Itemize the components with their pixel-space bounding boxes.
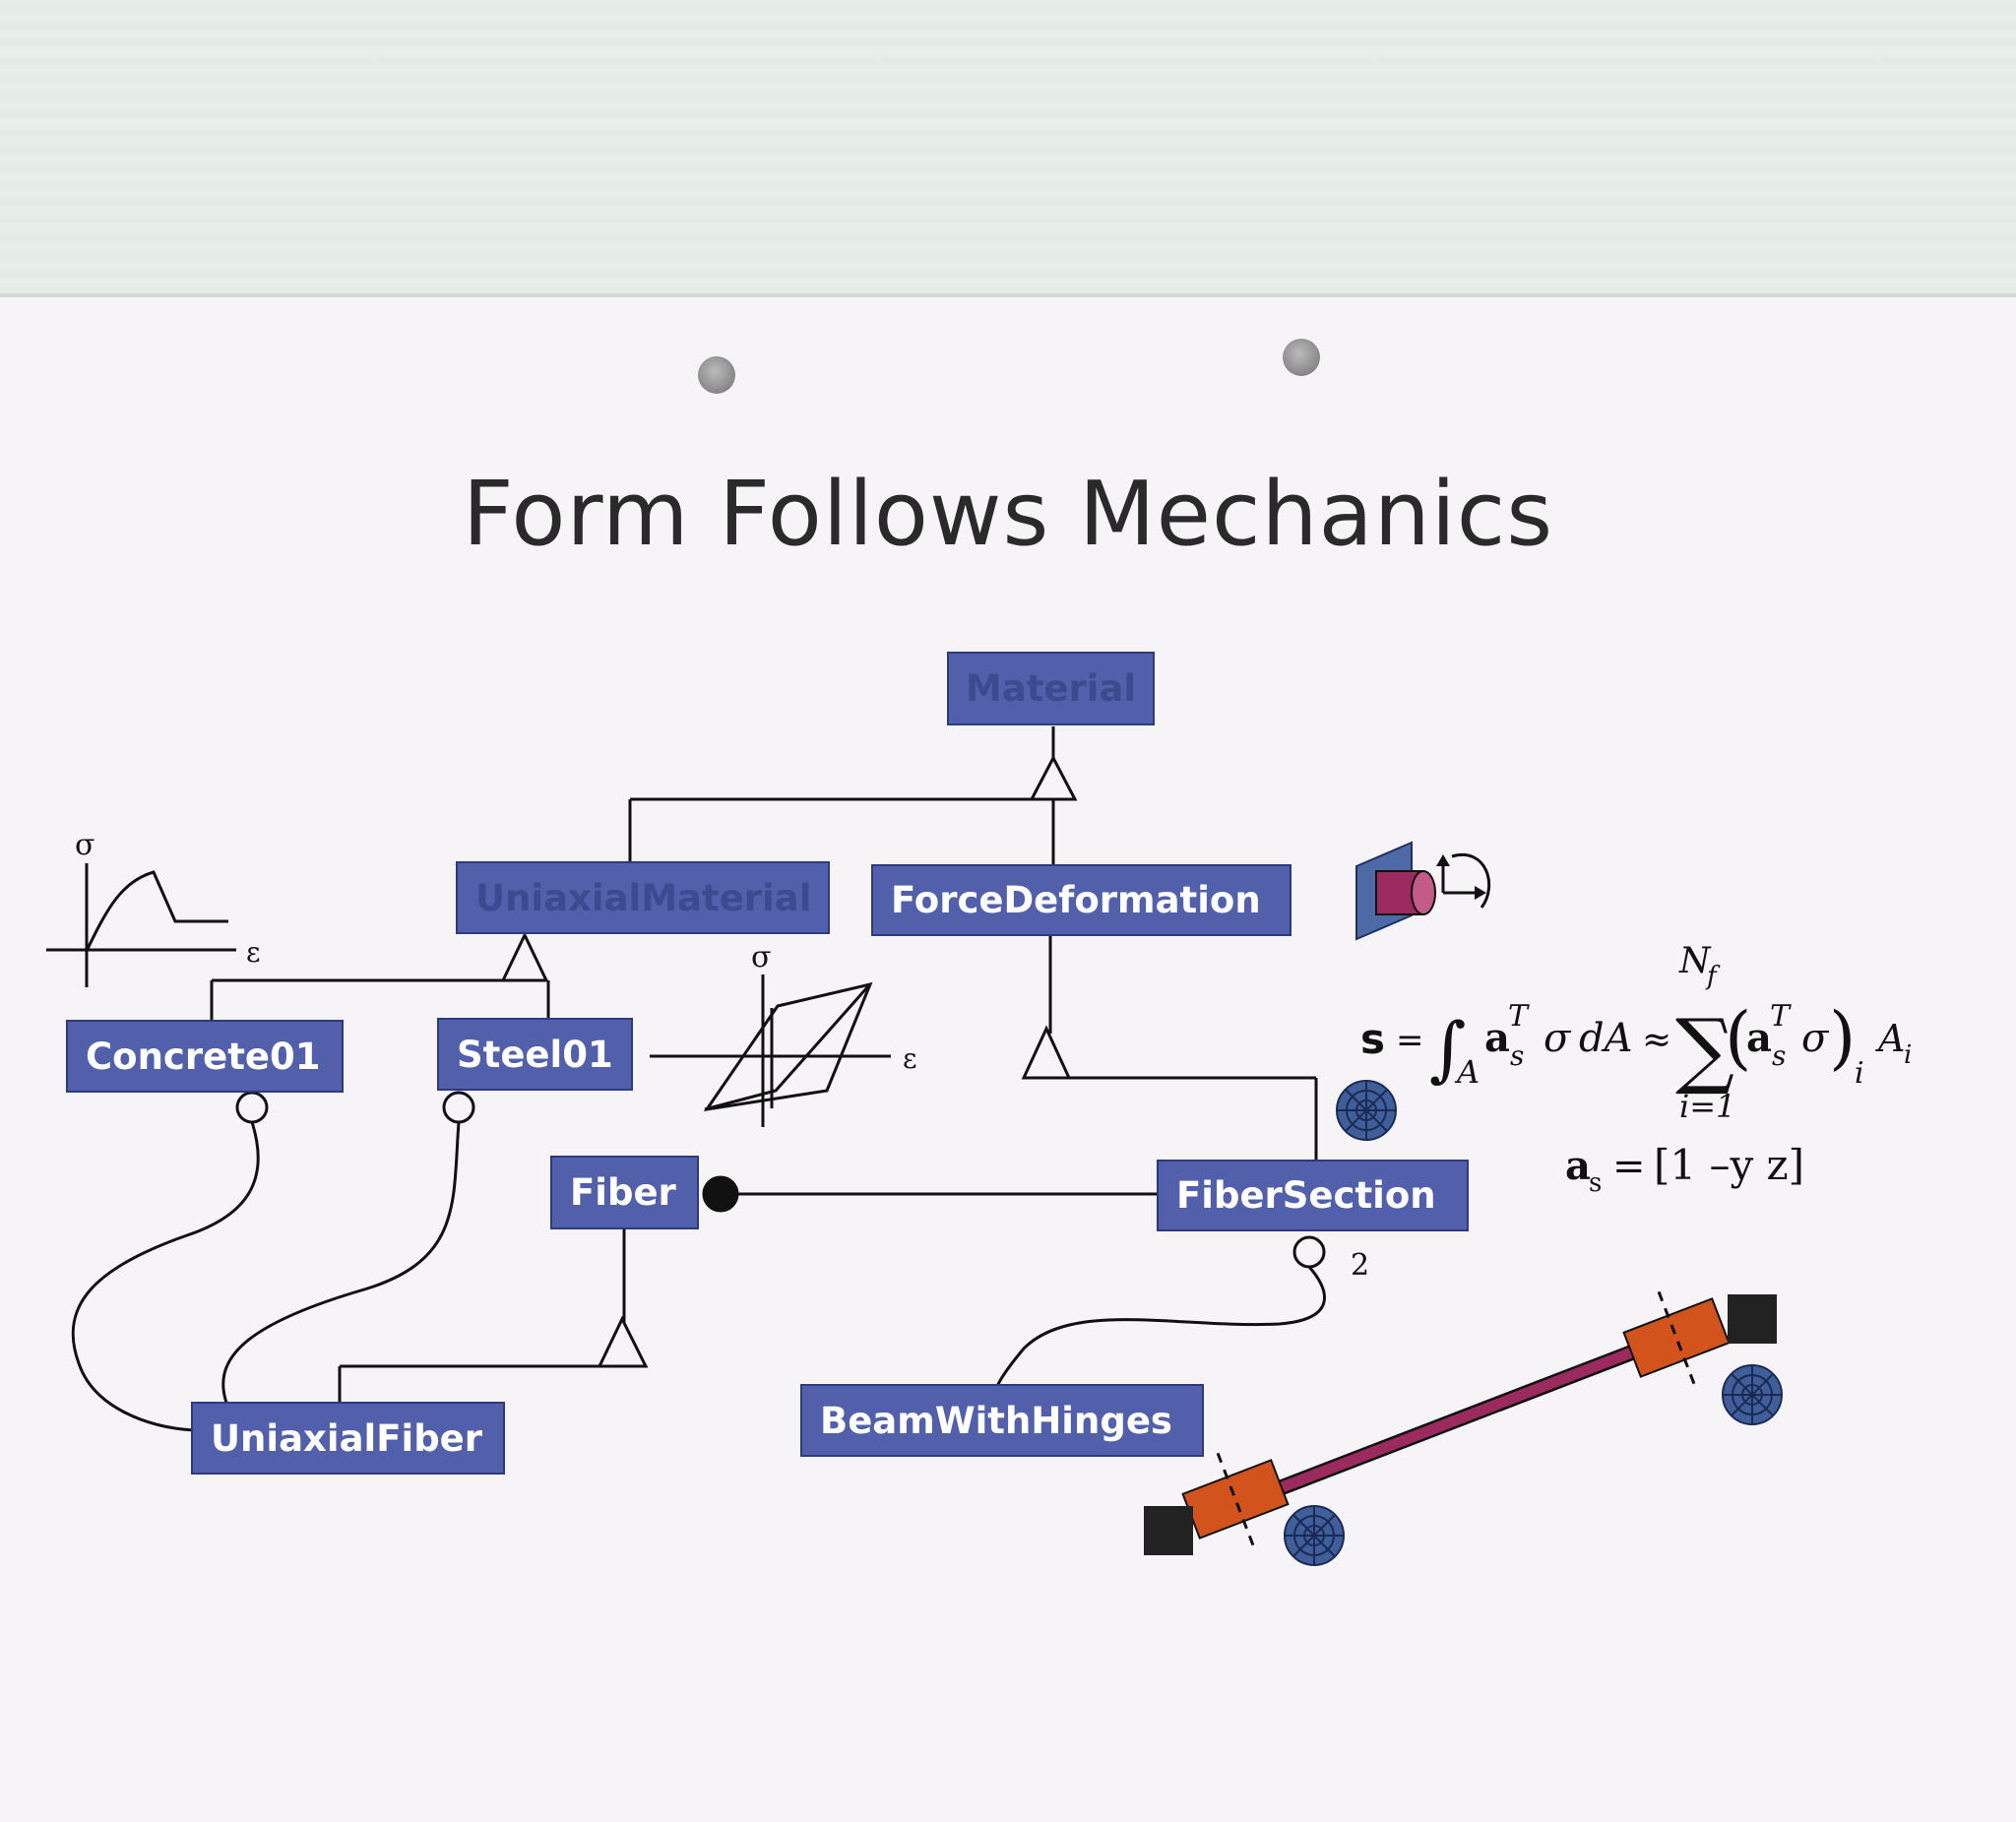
class-uniaxial-fiber: UniaxialFiber xyxy=(191,1402,505,1475)
support-node xyxy=(1144,1506,1193,1555)
eq-integral-sub: A xyxy=(1454,1053,1480,1091)
eq-sum: ∑ xyxy=(1675,1001,1734,1098)
class-beam-with-hinges: BeamWithHinges xyxy=(800,1384,1204,1457)
eq-a2-sub: s xyxy=(1772,1039,1786,1072)
eq-a2: a xyxy=(1746,1015,1772,1061)
steel-hysteresis-plot xyxy=(650,974,891,1127)
aggregation-circle xyxy=(235,1091,269,1124)
eq-sigma2: σ xyxy=(1801,1016,1830,1061)
eq-a-sub: s xyxy=(1510,1039,1524,1072)
class-force-deformation: ForceDeformation xyxy=(871,864,1292,936)
as-vector: [1 –y z] xyxy=(1654,1141,1804,1189)
epsilon-label: ε xyxy=(246,936,261,969)
eq-integral: ∫ xyxy=(1429,1007,1467,1090)
aggregation-circle xyxy=(1292,1235,1326,1269)
eq-lhs-s: s xyxy=(1360,1015,1385,1063)
class-steel01: Steel01 xyxy=(437,1018,633,1091)
association-curve xyxy=(71,1121,260,1432)
eq-dA: dA xyxy=(1579,1016,1633,1061)
association-curve xyxy=(221,1121,461,1404)
eq-sub-i: i xyxy=(1855,1056,1864,1091)
eq-sum-upper-sub: f xyxy=(1705,962,1721,991)
eq-a: a xyxy=(1484,1015,1510,1061)
page-title: Form Follows Mechanics xyxy=(462,463,1554,566)
eq-sum-upper: N xyxy=(1678,941,1712,981)
class-material: Material xyxy=(947,652,1155,725)
composition-diamond xyxy=(702,1175,739,1213)
beam-with-hinges-drawing xyxy=(1144,1290,1777,1555)
fiber-section-icon xyxy=(1284,1505,1345,1566)
inheritance-triangle xyxy=(1021,1025,1072,1080)
epsilon-label: ε xyxy=(903,1042,917,1075)
fiber-section-icon xyxy=(1336,1080,1397,1141)
eq-a2-sup: T xyxy=(1770,999,1792,1034)
punch-hole-left xyxy=(698,356,735,394)
class-fiber: Fiber xyxy=(550,1156,699,1229)
eq-sum-lower: i=1 xyxy=(1679,1088,1735,1125)
fiber-section-icon xyxy=(1722,1364,1783,1425)
aggregation-circle xyxy=(442,1091,475,1124)
eq-paren-left: ( xyxy=(1725,997,1751,1078)
multiplicity-label: 2 xyxy=(1351,1248,1369,1283)
association-curve xyxy=(994,1266,1326,1391)
eq-approx: ≈ xyxy=(1642,1020,1671,1060)
punch-hole-right xyxy=(1283,339,1320,376)
section-force-equation: s = ∫ A a T s σ dA ≈ N f ∑ i=1 ( a T s σ… xyxy=(1360,941,1912,1125)
class-uniaxial-material: UniaxialMaterial xyxy=(456,861,830,934)
class-concrete01: Concrete01 xyxy=(66,1020,344,1093)
sigma-label: σ xyxy=(751,940,771,974)
eq-sigma: σ xyxy=(1544,1016,1572,1061)
eq-Ai: A xyxy=(1875,1017,1905,1060)
inheritance-triangle xyxy=(500,931,549,982)
class-fiber-section: FiberSection xyxy=(1157,1160,1469,1231)
as-sub: s xyxy=(1589,1168,1602,1198)
eq-a-sup: T xyxy=(1508,999,1530,1034)
inheritance-triangle xyxy=(597,1315,649,1368)
inheritance-triangle xyxy=(1029,754,1078,801)
eq-Ai-sub: i xyxy=(1904,1040,1912,1070)
as-vector-equation: a s = [1 –y z] xyxy=(1565,1141,1804,1198)
support-node xyxy=(1728,1294,1777,1344)
as-equals: = xyxy=(1612,1144,1646,1189)
sigma-label: σ xyxy=(75,828,94,862)
eq-paren-right: ) xyxy=(1829,997,1856,1078)
concrete-stress-strain-plot xyxy=(46,863,236,987)
as-symbol: a xyxy=(1565,1143,1591,1189)
force-deformation-icon xyxy=(1355,841,1491,941)
scanner-band xyxy=(0,0,2016,297)
eq-equals: = xyxy=(1396,1021,1424,1060)
